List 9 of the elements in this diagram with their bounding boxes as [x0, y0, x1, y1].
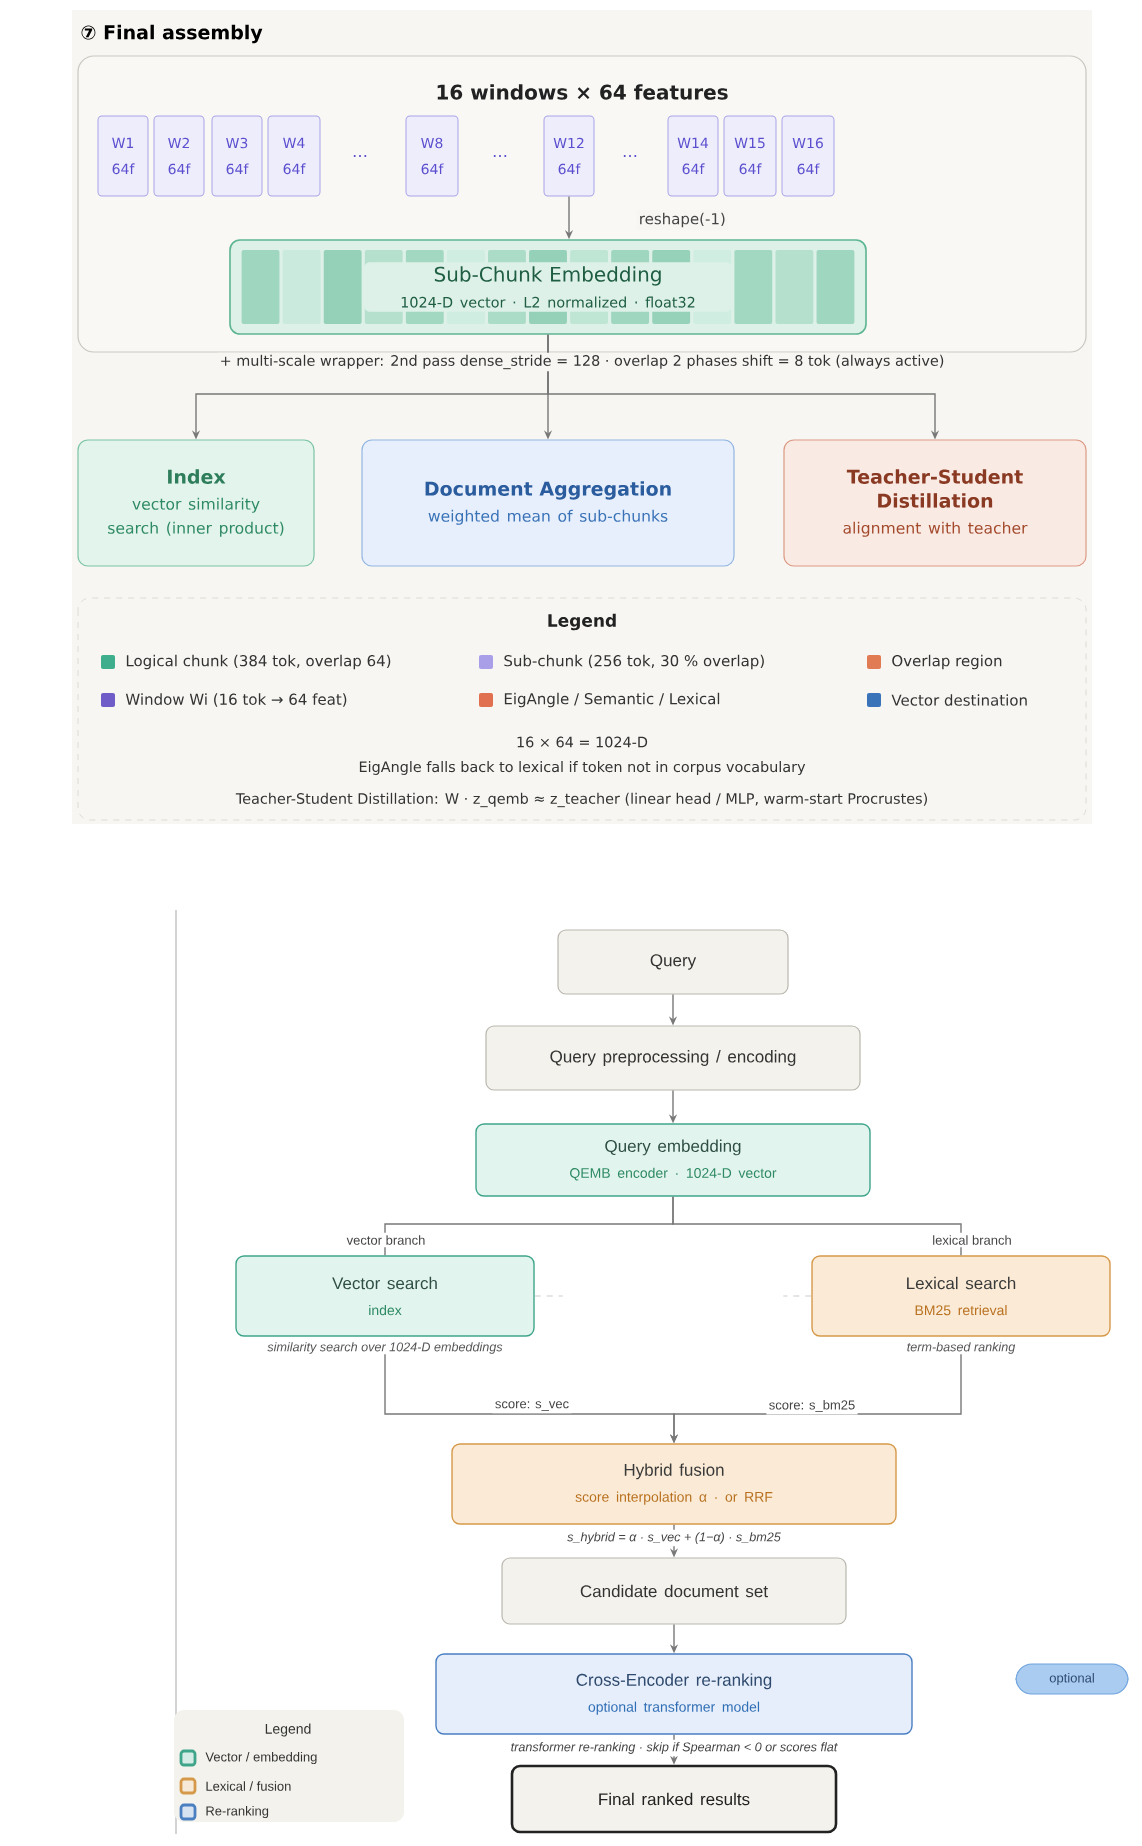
ellipsis: …: [353, 155, 367, 157]
ellipsis: …: [493, 155, 507, 157]
process-box: Query: [557, 929, 789, 995]
legend-title: Legend: [548, 613, 616, 631]
process-box: Query preprocessing / encoding: [485, 1025, 861, 1091]
process-box: Candidate document set: [501, 1557, 847, 1625]
diagram-title: ⑦ Final assembly: [81, 24, 263, 44]
ellipsis: …: [623, 155, 637, 157]
process-box: Final ranked results: [510, 1764, 838, 1834]
